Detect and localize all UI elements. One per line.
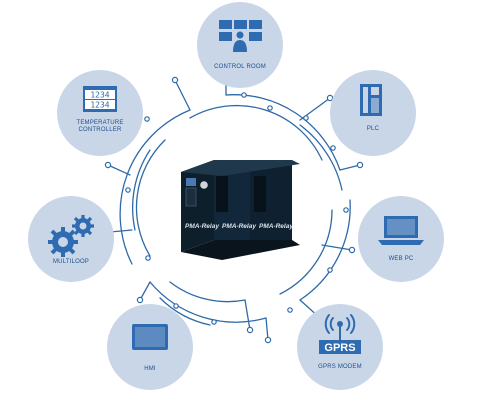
- node-hmi: HMI: [107, 304, 193, 390]
- gprs-modem-label: GPRS MODEM: [318, 364, 362, 370]
- control-room-icon: [219, 20, 262, 52]
- gprs-badge: GPRS: [324, 342, 355, 354]
- node-gprs-modem: GPRS GPRS MODEM: [297, 304, 383, 390]
- laptop-icon: [378, 216, 424, 245]
- relay-device: PMA-Relay PMA-Relay PMA-Relay: [181, 160, 300, 260]
- node-multiloop: MULTILOOP: [28, 196, 114, 282]
- antenna-icon: GPRS: [319, 314, 361, 354]
- control-room-label: CONTROL ROOM: [214, 64, 266, 70]
- gears-icon: [48, 215, 94, 257]
- node-temperature-controller: 1234 1234 TEMPERATURE CONTROLLER: [57, 70, 143, 156]
- node-web-pc: WEB PC: [358, 196, 444, 282]
- plc-label: PLC: [366, 126, 380, 132]
- node-control-room: CONTROL ROOM: [197, 2, 283, 88]
- tablet-icon: [132, 324, 168, 350]
- device-label-left: PMA-Relay: [185, 223, 219, 230]
- device-label-right: PMA-Relay: [259, 223, 293, 230]
- temperature-controller-label-1: TEMPERATURE: [76, 120, 124, 126]
- display-bottom: 1234: [90, 101, 109, 110]
- web-pc-label: WEB PC: [388, 256, 414, 262]
- plc-icon: [360, 84, 382, 116]
- temperature-controller-label-2: CONTROLLER: [78, 127, 122, 133]
- temperature-controller-icon: 1234 1234: [83, 86, 117, 112]
- node-plc: PLC: [330, 70, 416, 156]
- multiloop-label: MULTILOOP: [52, 259, 90, 265]
- device-label-mid: PMA-Relay: [222, 223, 256, 230]
- display-top: 1234: [90, 91, 109, 100]
- hmi-label: HMI: [144, 366, 156, 372]
